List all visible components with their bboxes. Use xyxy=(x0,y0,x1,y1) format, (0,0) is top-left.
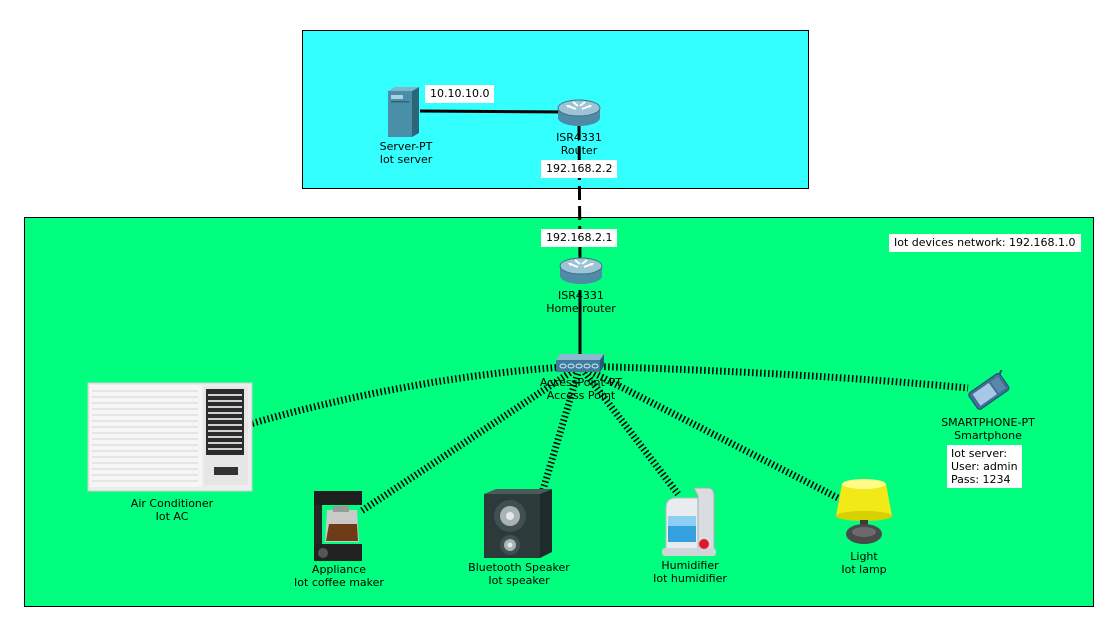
smartphone-icon[interactable] xyxy=(958,370,1018,412)
home-router-wan-address: 192.168.2.1 xyxy=(541,229,618,247)
credentials-note: Iot server: User: admin Pass: 1234 xyxy=(947,445,1022,488)
coffee-maker-icon[interactable] xyxy=(313,490,363,562)
air-conditioner-icon[interactable] xyxy=(86,381,254,493)
iot-network-label: Iot devices network: 192.168.1.0 xyxy=(889,234,1081,252)
humidifier-icon[interactable] xyxy=(658,486,718,558)
router-icon[interactable] xyxy=(556,98,602,128)
server-icon[interactable] xyxy=(388,87,420,139)
speaker-icon[interactable] xyxy=(484,488,554,560)
access-point-icon[interactable] xyxy=(554,350,608,374)
home-router-icon[interactable] xyxy=(558,256,604,286)
server-link-address: 10.10.10.0 xyxy=(425,85,495,103)
router-wan-address: 192.168.2.2 xyxy=(541,160,618,178)
lamp-icon[interactable] xyxy=(834,478,894,548)
